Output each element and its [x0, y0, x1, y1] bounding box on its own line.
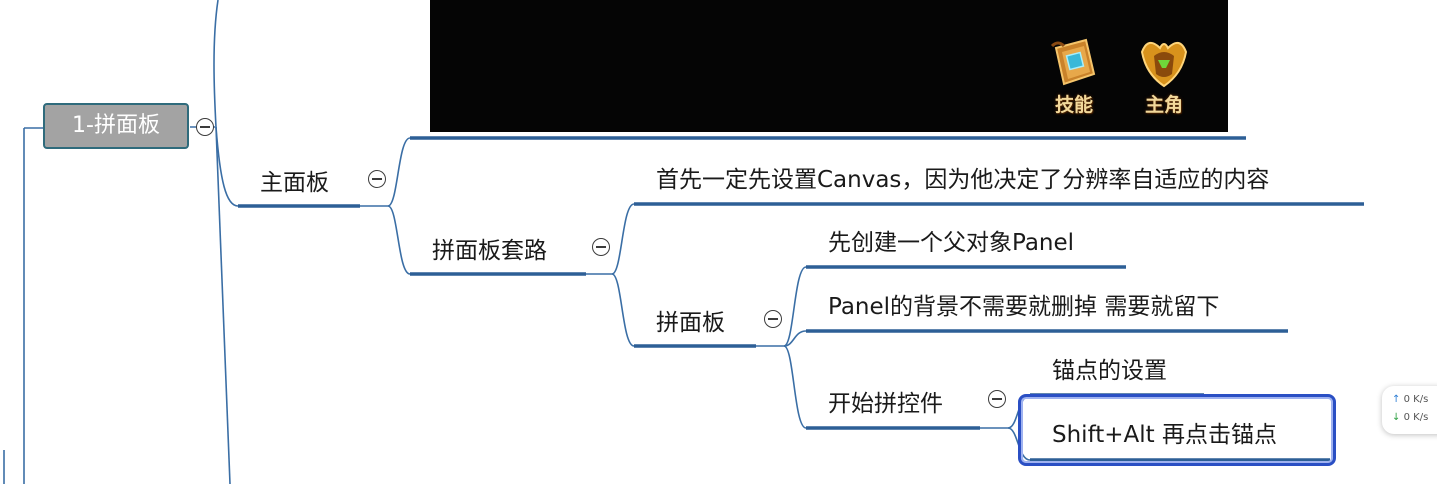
hero-label: 主角	[1144, 94, 1183, 116]
topic-main-panel[interactable]: 主面板	[260, 170, 329, 196]
skill-label: 技能	[1054, 94, 1093, 116]
topic-routine[interactable]: 拼面板套路	[432, 238, 547, 264]
topic-anchor-shortcut[interactable]: Shift+Alt 再点击锚点	[1052, 422, 1278, 448]
topic-start-controls[interactable]: 开始拼控件	[828, 391, 943, 417]
download-value: 0	[1403, 412, 1410, 423]
upload-arrow-icon: ↑	[1392, 394, 1401, 405]
hero-helmet-icon	[1140, 41, 1188, 88]
collapse-icon[interactable]	[764, 310, 782, 328]
topic-canvas-tip[interactable]: 首先一定先设置Canvas，因为他决定了分辨率自适应的内容	[656, 167, 1270, 193]
game-screenshot-panel: 技能 主角	[430, 0, 1228, 132]
download-unit: K/s	[1413, 412, 1429, 423]
selected-topic-highlight	[1018, 394, 1336, 466]
download-arrow-icon: ↓	[1392, 412, 1401, 423]
collapse-icon[interactable]	[592, 238, 610, 256]
net-speed-widget: ↑ 0 K/s ↓ 0 K/s	[1382, 386, 1437, 434]
collapse-icon[interactable]	[988, 390, 1006, 408]
skill-scroll-icon	[1050, 38, 1096, 86]
collapse-icon[interactable]	[196, 118, 214, 136]
topic-anchor-setting[interactable]: 锚点的设置	[1052, 358, 1167, 384]
root-node[interactable]: 1-拼面板	[43, 103, 189, 149]
collapse-icon[interactable]	[368, 170, 386, 188]
hero-button[interactable]: 主角	[1132, 34, 1196, 118]
upload-unit: K/s	[1413, 394, 1429, 405]
skill-button[interactable]: 技能	[1042, 34, 1106, 118]
topic-create-parent[interactable]: 先创建一个父对象Panel	[828, 230, 1075, 256]
upload-value: 0	[1403, 394, 1410, 405]
topic-panel-background[interactable]: Panel的背景不需要就删掉 需要就留下	[828, 294, 1220, 320]
topic-assemble-panel[interactable]: 拼面板	[656, 310, 725, 336]
